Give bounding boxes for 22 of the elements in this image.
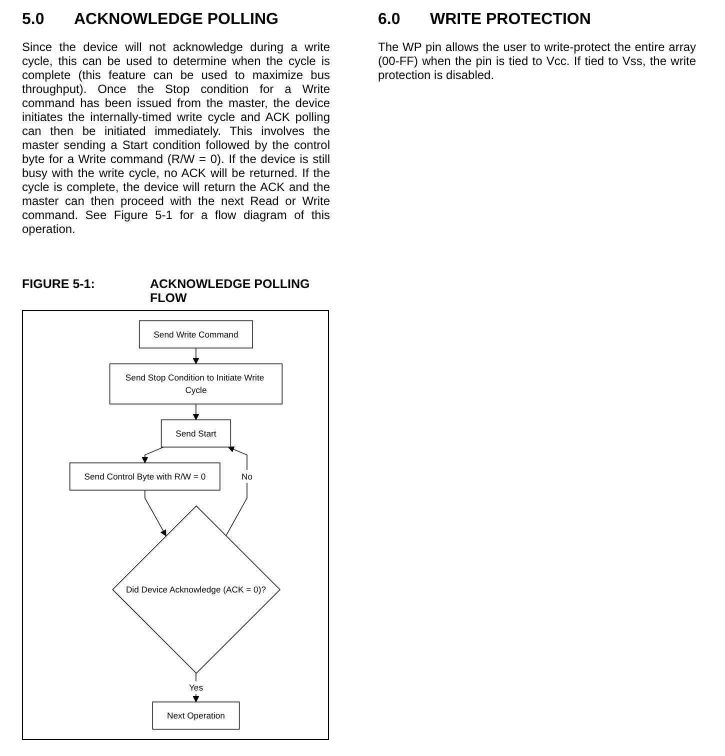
node-diamond xyxy=(112,505,280,674)
body-paragraph: Since the device will not acknowledge during a write cycle, this can be used to determine when the cycle is complete (this feature can be used to maximize bus throughput). Once the Stop condition for a Write command has been issued from the master, the device initiates the internally-timed write cycle and ACK polling can then be initiated immediately. This involves the master sending a Start condition followed by the control byte for a Write command (R/W = 0). If the device is still busy with the write cycle, no ACK will be returned. If the cycle is complete, the device will return the ACK and the master can then proceed with the next Read or Write command. See Figure 5-1 for a flow diagram of this operation. xyxy=(22,40,330,236)
node-box xyxy=(138,320,252,348)
arrow xyxy=(192,348,199,364)
node-box xyxy=(160,419,231,448)
figure-frame: Yes No Send Write Command Send Stop Condition to Initiate Write Cycle Send Start Send Control Byte with R/W = 0 Did Device Acknowledge (ACK = 0)? Next Operation xyxy=(22,310,329,740)
figure-title: ACKNOWLEDGE POLLING FLOW xyxy=(150,277,311,305)
edge-label: No xyxy=(241,471,252,482)
body-paragraph: The WP pin allows the user to write-protect the entire array (00-FF) when the pin is tied to Vcc. If tied to Vss, the write protection is disabled. xyxy=(378,40,696,82)
section-number: 6.0 xyxy=(378,11,402,29)
edge-label: Yes xyxy=(188,682,202,693)
node-box xyxy=(152,702,240,730)
section-heading: ACKNOWLEDGE POLLING xyxy=(74,11,280,29)
section-number: 5.0 xyxy=(22,11,46,29)
arrow xyxy=(225,446,247,536)
figure-number: FIGURE 5-1: xyxy=(22,277,96,291)
arrow xyxy=(192,404,199,420)
arrow xyxy=(144,490,166,536)
section-heading: WRITE PROTECTION xyxy=(430,11,592,29)
node-box xyxy=(69,462,220,490)
node-box xyxy=(108,363,282,404)
arrow xyxy=(141,446,164,464)
